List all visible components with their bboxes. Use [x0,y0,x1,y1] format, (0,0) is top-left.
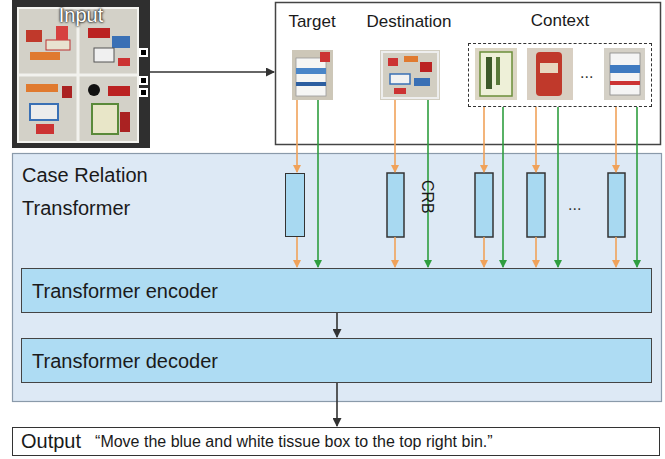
output-box: Output “Move the blue and white tissue bo… [12,427,660,456]
decoder-box: Transformer decoder [21,338,652,383]
node-label: Input [12,4,150,27]
node-label: Destination [354,12,464,32]
target-crop: Target [283,12,341,100]
node-body: “Move the blue and white tissue box to t… [95,433,493,451]
node-label: Transformer decoder [32,345,172,378]
node-label: Context [469,11,651,31]
node-label: Transformer encoder [32,275,172,308]
ellipsis-label: ... [568,196,581,214]
input-arrow [150,71,274,73]
node-label: Output [21,430,81,453]
node-label: CRB [296,180,436,214]
connector-arrow [317,100,319,267]
input-image: Input [12,0,150,148]
connector-arrow [336,383,338,426]
encoder-box: Transformer encoder [21,268,652,313]
node-label: Target [273,12,351,32]
connector-arrow [296,100,298,172]
target-thumbnail [292,50,333,100]
node-label: Case Relation Transformer [22,159,162,225]
transformer-group: Case Relation Transformer CRB Transformer … [12,153,662,402]
crb-block: CRB [285,173,305,237]
connector-arrow [336,313,338,337]
destination-thumbnail [380,50,440,100]
destination-crop: Destination [364,12,454,100]
connector-arrow [557,107,559,267]
connector-arrow [296,237,298,267]
connector-arrow [636,107,638,267]
transformer-panel [13,154,662,402]
context-group: Context [468,43,652,107]
connector-arrow [502,107,504,267]
context-thumbnails [468,43,652,107]
ellipsis-label: ... [580,64,593,82]
